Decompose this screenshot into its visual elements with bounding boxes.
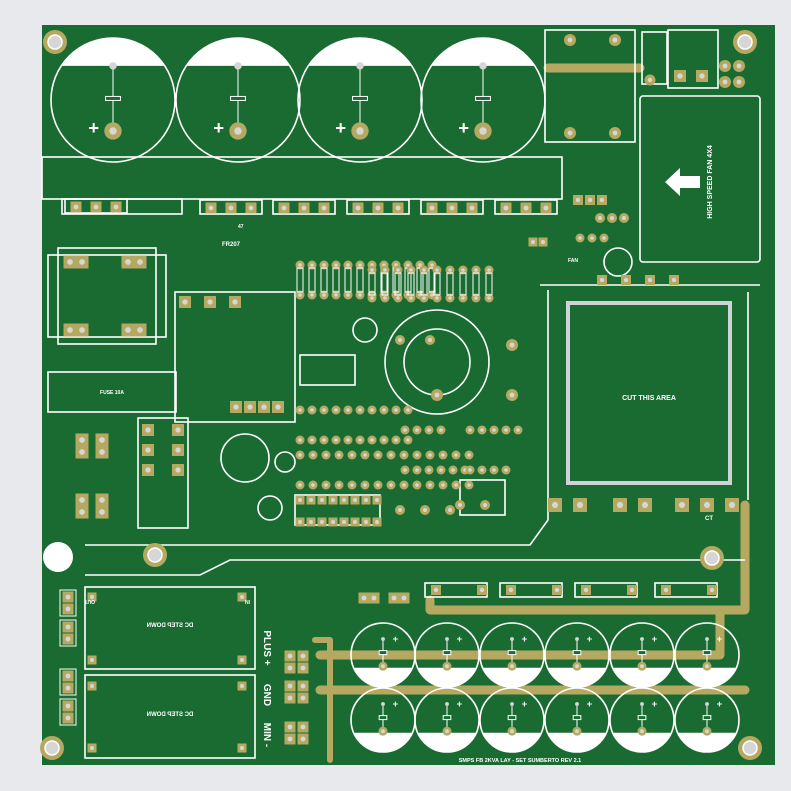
plus-icon: +: [213, 117, 224, 138]
board: [42, 25, 775, 765]
electrolytic-capacitor: +: [674, 622, 740, 688]
fuse-label: FUSE 10A: [100, 390, 124, 396]
small-capacitor: [352, 317, 378, 343]
fan-connector-label: FAN: [568, 258, 578, 264]
electrolytic-capacitor: +: [297, 37, 423, 163]
small-capacitor: [257, 495, 283, 521]
board-title: SMPS FB 2KVA LAY - SET SUMBERTO REV 2.1: [459, 758, 581, 764]
gnd-label: GND: [261, 684, 272, 706]
fan-outline: [639, 95, 761, 263]
logo-mark: [43, 542, 73, 572]
plus-icon: +: [652, 699, 658, 710]
plus-icon: +: [652, 634, 658, 645]
cut-area: [566, 301, 732, 485]
plus-icon: +: [522, 634, 528, 645]
small-capacitor: [603, 247, 633, 277]
electrolytic-capacitor: +: [414, 687, 480, 753]
electrolytic-capacitor: +: [479, 687, 545, 753]
cut-area-label: CUT THIS AREA: [622, 395, 676, 402]
copper-traces: [312, 63, 750, 763]
plus-label: PLUS +: [261, 630, 272, 665]
plus-icon: +: [717, 699, 723, 710]
resistor-label: 47: [238, 224, 244, 230]
electrolytic-capacitor: +: [609, 622, 675, 688]
plus-icon: +: [587, 699, 593, 710]
electrolytic-capacitor: +: [479, 622, 545, 688]
plus-icon: +: [457, 634, 463, 645]
plus-icon: +: [457, 699, 463, 710]
min-label: MIN -: [261, 723, 272, 747]
small-capacitor: [220, 433, 270, 483]
fr207-label: FR207: [222, 242, 241, 248]
electrolytic-capacitor: +: [50, 37, 176, 163]
dc-step-down-label: DC STEP DOWN: [147, 712, 194, 718]
arrow-left-icon: [665, 168, 700, 196]
plus-icon: +: [458, 117, 469, 138]
electrolytic-capacitor: +: [350, 622, 416, 688]
out-label: OUT: [84, 598, 95, 604]
plus-icon: +: [335, 117, 346, 138]
dc-step-down-label: DC STEP DOWN: [147, 623, 194, 629]
plus-icon: +: [522, 699, 528, 710]
electrolytic-capacitor: +: [544, 687, 610, 753]
in-label: IN: [245, 598, 250, 604]
dc-step-down-module: [84, 586, 256, 670]
toroid-outer: [384, 309, 490, 415]
electrolytic-capacitor: +: [609, 687, 675, 753]
mount-hole: [738, 736, 762, 760]
electrolytic-capacitor: +: [420, 37, 546, 163]
mount-hole: [733, 30, 757, 54]
mount-hole: [700, 546, 724, 570]
capacitors: + + + + + + + + + + + + + + + +: [50, 37, 740, 753]
mount-hole: [43, 30, 67, 54]
small-capacitor: [274, 451, 296, 473]
dc-step-down-module: [84, 674, 256, 759]
fan-label: HIGH SPEED FAN 4X4: [707, 145, 714, 219]
mount-hole: [40, 736, 64, 760]
plus-icon: +: [393, 634, 399, 645]
plus-icon: +: [587, 634, 593, 645]
electrolytic-capacitor: +: [175, 37, 301, 163]
plus-icon: +: [88, 117, 99, 138]
ct-label: CT: [705, 516, 713, 522]
mount-holes: [40, 30, 762, 760]
electrolytic-capacitor: +: [674, 687, 740, 753]
electrolytic-capacitor: +: [544, 622, 610, 688]
plus-icon: +: [717, 634, 723, 645]
electrolytic-capacitor: +: [414, 622, 480, 688]
pads: [59, 34, 745, 753]
plus-icon: +: [393, 699, 399, 710]
mount-hole: [143, 543, 167, 567]
